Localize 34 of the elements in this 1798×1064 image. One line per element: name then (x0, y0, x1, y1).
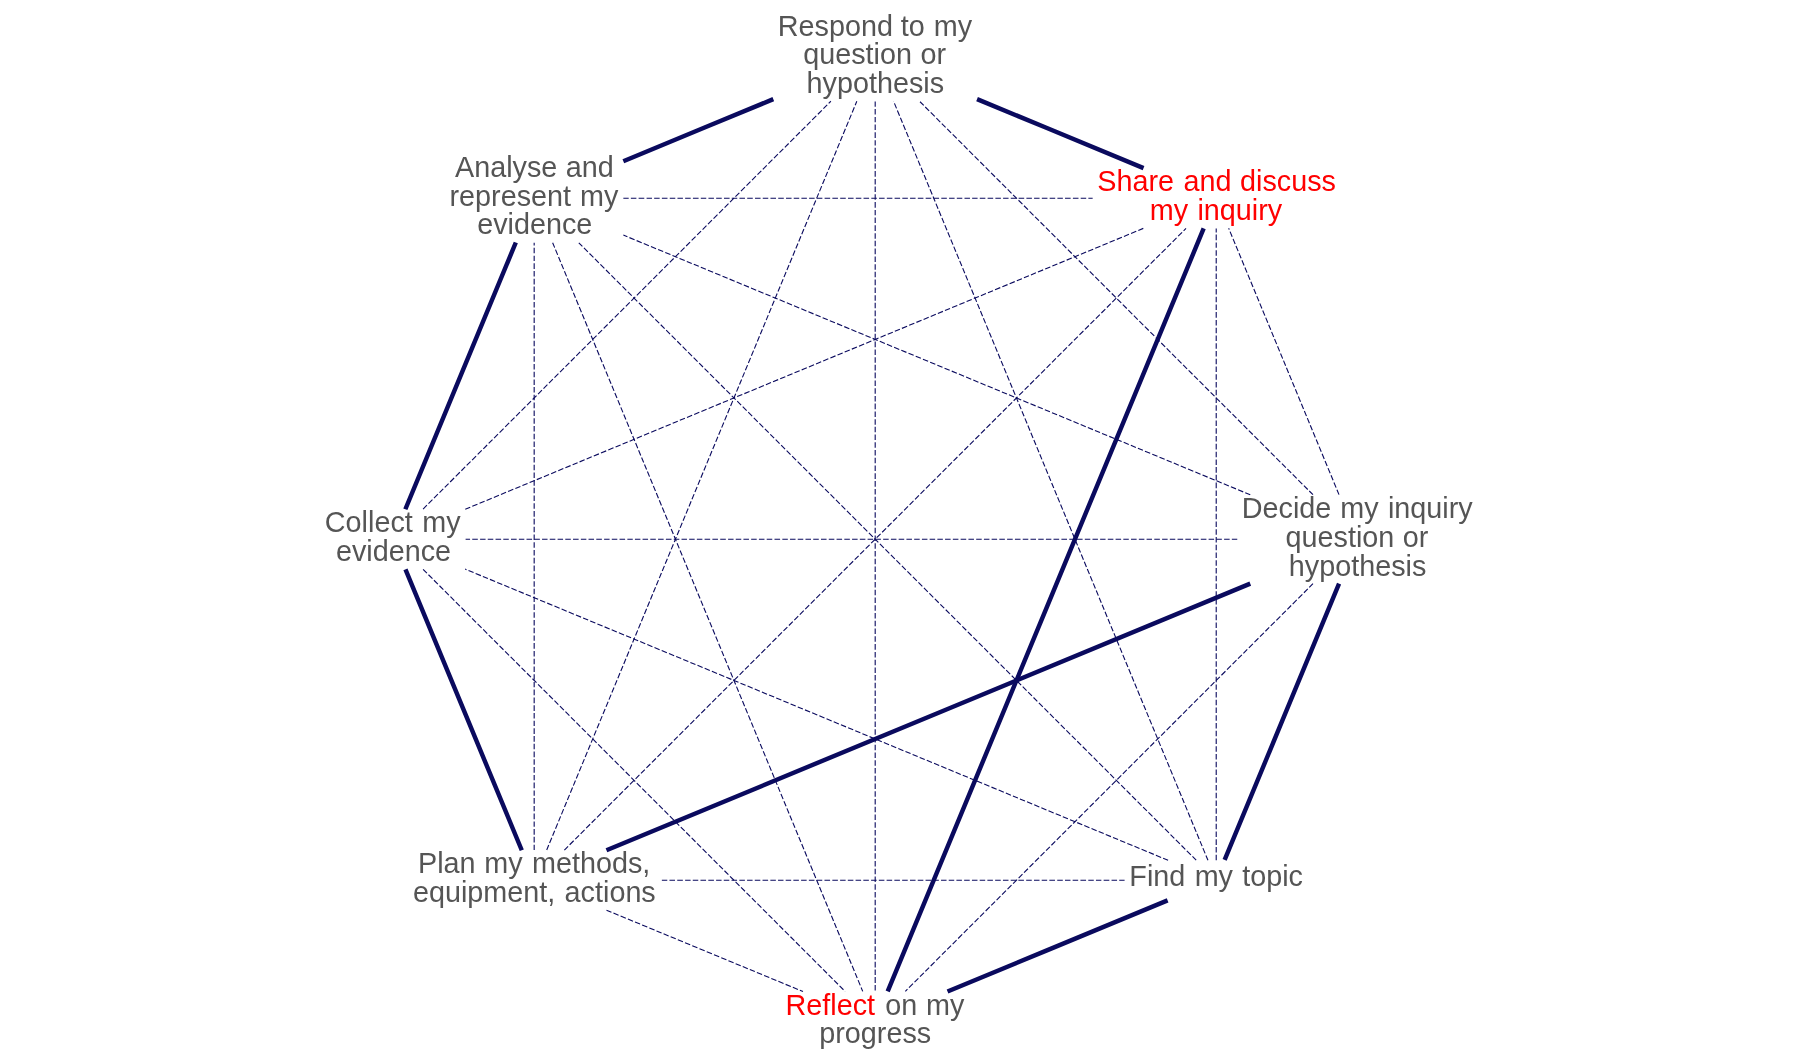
connector (403, 241, 518, 511)
connector (893, 100, 1209, 861)
connector (622, 234, 1251, 496)
connector (659, 879, 1126, 881)
connector (533, 242, 535, 851)
connector (1215, 227, 1217, 861)
connector (622, 197, 1094, 199)
connector (422, 568, 846, 992)
connector (904, 583, 1314, 992)
node-text: Decide my inquiry question or hypothesis (1241, 491, 1473, 582)
connector (546, 100, 858, 851)
node-text: Respond to my question or hypothesis (777, 9, 973, 100)
connector (1228, 227, 1340, 496)
node-text: Plan my methods, equipment, actions (412, 847, 656, 909)
connector (1222, 582, 1342, 861)
connector (605, 909, 804, 993)
connector (605, 581, 1252, 853)
connector (464, 568, 1169, 861)
node-text: Find my topic (1129, 860, 1303, 893)
connector (976, 97, 1145, 171)
connector (919, 100, 1314, 496)
connector (946, 898, 1169, 994)
connector (403, 568, 524, 852)
connector (465, 538, 1238, 540)
node-text: Analyse and represent my evidence (449, 150, 619, 241)
connector (622, 97, 775, 164)
node-text: Share and discuss my inquiry (1097, 165, 1336, 227)
connector (885, 227, 1206, 993)
connector (552, 242, 864, 992)
node-text: Reflect on my progress (785, 988, 965, 1050)
connector (464, 227, 1145, 510)
connector (422, 100, 832, 510)
connector (874, 100, 876, 992)
node-text: Collect my evidence (324, 506, 461, 568)
